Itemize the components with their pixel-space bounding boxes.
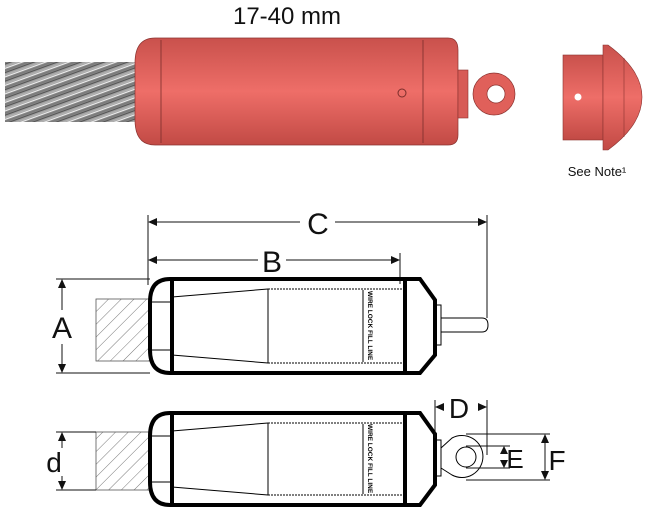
hole-icon [397,88,407,98]
end-cap [562,44,643,151]
eye [440,435,484,478]
dim-label-e: E [506,444,523,474]
socket-body [134,37,459,146]
dim-label-f: F [548,445,565,476]
socket-render [5,37,643,151]
dimension-d-small: d [46,431,96,491]
dim-label-c: C [307,208,329,241]
wire-rope [5,62,140,122]
see-note-label: See Note¹ [568,164,627,179]
dimension-e: E [466,444,524,474]
dimension-f: F [466,433,566,481]
dim-label-d-small: d [46,447,62,478]
dim-label-b: B [262,246,282,279]
dimension-a: A [52,278,150,374]
pin [441,317,489,333]
dimension-c: C [147,208,488,318]
side-view-pin: WIRE LOCK FILL LINE [95,277,489,375]
side-view-eye: WIRE LOCK FILL LINE [95,411,484,507]
title: 17-40 mm [233,3,341,30]
fill-line-label: WIRE LOCK FILL LINE [366,291,373,361]
dim-label-a: A [52,312,72,345]
fill-line-label: WIRE LOCK FILL LINE [366,424,373,494]
dim-label-d: D [449,393,469,424]
